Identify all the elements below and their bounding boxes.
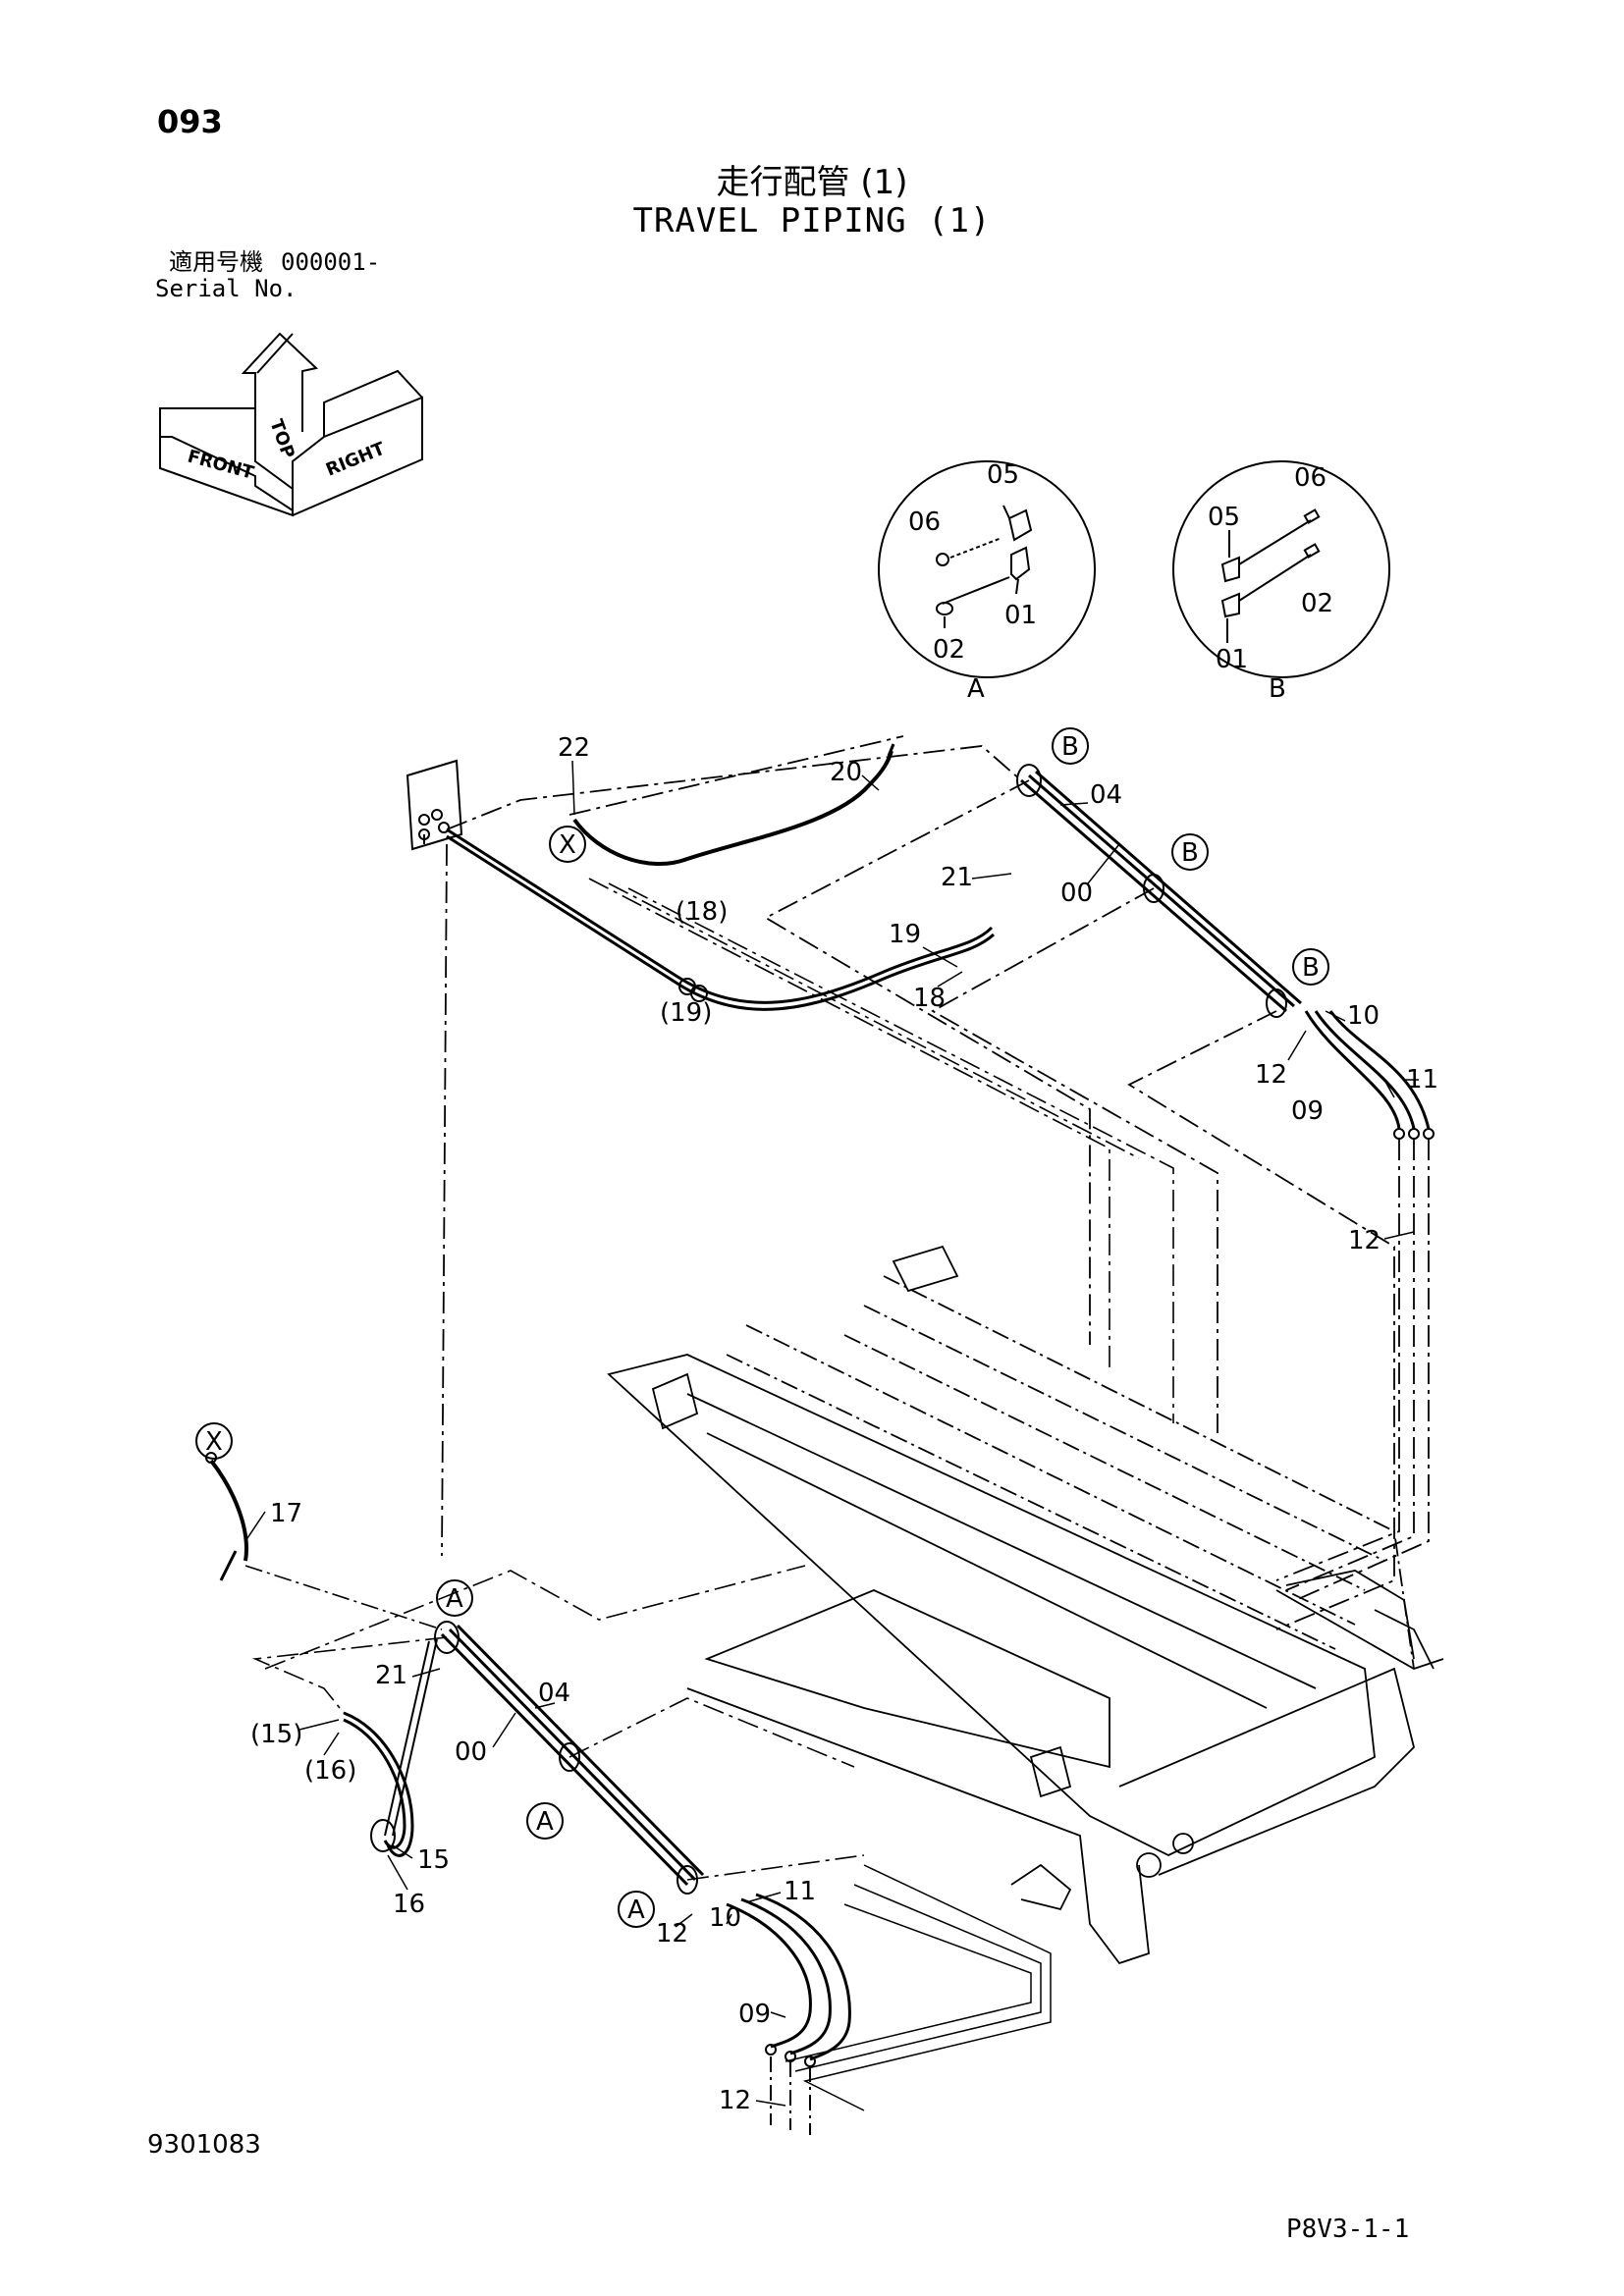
detail-b-label-01: 01 bbox=[1216, 645, 1248, 674]
lower-bent-hoses bbox=[726, 1893, 851, 2135]
title-english: TRAVEL PIPING (1) bbox=[632, 201, 992, 240]
detail-a-label-05: 05 bbox=[987, 460, 1019, 490]
serial-label-en: Serial No. bbox=[155, 275, 298, 302]
marker-b-3 bbox=[1292, 948, 1329, 986]
marker-b-2-letter: B bbox=[1181, 838, 1199, 868]
serial-label-jp: 適用号機 bbox=[169, 248, 263, 276]
callout-18-paren: (18) bbox=[676, 897, 728, 927]
callout-22: 22 bbox=[558, 733, 590, 763]
callout-11-lower: 11 bbox=[784, 1877, 816, 1906]
detail-b-label-05: 05 bbox=[1208, 503, 1240, 532]
serial-block: 適用号機 000001- Serial No. bbox=[155, 249, 380, 302]
page-number: 093 bbox=[157, 103, 223, 140]
callout-04-upper: 04 bbox=[1090, 780, 1122, 810]
marker-a-3 bbox=[618, 1891, 655, 1928]
detail-b-label-06: 06 bbox=[1294, 463, 1326, 493]
serial-value: 000001- bbox=[281, 248, 381, 276]
orient-right-label: RIGHT bbox=[323, 438, 389, 480]
hose-18-19 bbox=[446, 828, 994, 1004]
callout-00-upper: 00 bbox=[1060, 879, 1093, 908]
chain-lines-center bbox=[588, 878, 1174, 1423]
marker-x-2-letter: X bbox=[205, 1427, 223, 1457]
orient-top-label: TOP bbox=[265, 417, 298, 462]
lower-hose-15-16 bbox=[343, 1711, 414, 1857]
marker-b-3-letter: B bbox=[1302, 953, 1320, 983]
callout-09-lower: 09 bbox=[738, 2000, 771, 2029]
callout-11-upper: 11 bbox=[1406, 1065, 1438, 1095]
marker-a-1 bbox=[436, 1579, 473, 1617]
detail-circle-b bbox=[1172, 460, 1390, 678]
marker-a-3-letter: A bbox=[627, 1896, 645, 1925]
callout-19-paren: (19) bbox=[660, 998, 712, 1028]
detail-a-label-02: 02 bbox=[933, 635, 965, 665]
upper-pipes bbox=[1016, 764, 1302, 1018]
callout-04-lower: 04 bbox=[538, 1679, 570, 1708]
callout-21-lower: 21 bbox=[375, 1661, 407, 1690]
marker-a-1-letter: A bbox=[446, 1584, 463, 1614]
marker-b-2 bbox=[1171, 833, 1209, 871]
callout-12-upper-b: 12 bbox=[1348, 1226, 1380, 1255]
marker-b-1 bbox=[1052, 727, 1089, 765]
leader-lines-right bbox=[441, 735, 1430, 1630]
marker-x-1-letter: X bbox=[559, 830, 576, 860]
callout-19: 19 bbox=[889, 920, 921, 949]
title-japanese: 走行配管 (1) bbox=[716, 163, 908, 202]
leader-lines-lower bbox=[251, 1565, 865, 1881]
detail-a-letter: A bbox=[967, 674, 985, 704]
orient-front-label: FRONT bbox=[186, 447, 257, 484]
marker-x-2 bbox=[195, 1422, 233, 1460]
upper-bent-hoses bbox=[1304, 1010, 1435, 1140]
callout-17: 17 bbox=[270, 1499, 302, 1528]
callout-16-paren: (16) bbox=[304, 1756, 356, 1786]
callout-09-upper: 09 bbox=[1291, 1096, 1324, 1126]
callout-15-paren: (15) bbox=[250, 1720, 302, 1749]
callout-00-lower: 00 bbox=[455, 1737, 487, 1767]
detail-b-letter: B bbox=[1269, 674, 1286, 704]
marker-x-1 bbox=[549, 826, 586, 863]
callout-21-upper: 21 bbox=[941, 863, 973, 892]
callout-15: 15 bbox=[417, 1845, 450, 1875]
marker-b-1-letter: B bbox=[1061, 732, 1079, 762]
hose-20 bbox=[572, 750, 893, 866]
machine-frame bbox=[607, 1245, 1444, 2111]
marker-a-2 bbox=[526, 1802, 564, 1840]
marker-a-2-letter: A bbox=[536, 1807, 554, 1837]
page-code: P8V3-1-1 bbox=[1286, 2215, 1410, 2244]
callout-10-lower: 10 bbox=[709, 1903, 741, 1933]
lower-hose-17 bbox=[205, 1452, 248, 1581]
catalog-number: 9301083 bbox=[147, 2130, 261, 2160]
callout-12-upper: 12 bbox=[1255, 1060, 1287, 1090]
detail-b-label-02: 02 bbox=[1301, 589, 1333, 618]
detail-circle-a bbox=[878, 460, 1096, 678]
callout-10-upper: 10 bbox=[1347, 1001, 1380, 1031]
callout-12-lower-b: 12 bbox=[719, 2086, 751, 2115]
detail-a-label-06: 06 bbox=[908, 507, 941, 537]
callout-12-lower: 12 bbox=[656, 1919, 688, 1949]
callout-16: 16 bbox=[393, 1890, 425, 1919]
detail-a-label-01: 01 bbox=[1004, 601, 1037, 630]
upper-left-bracket bbox=[406, 759, 463, 851]
label-leaders bbox=[244, 760, 1419, 2107]
orientation-icon: FRONT TOP RIGHT bbox=[159, 332, 423, 517]
callout-18: 18 bbox=[913, 984, 946, 1013]
callout-20: 20 bbox=[830, 758, 862, 787]
